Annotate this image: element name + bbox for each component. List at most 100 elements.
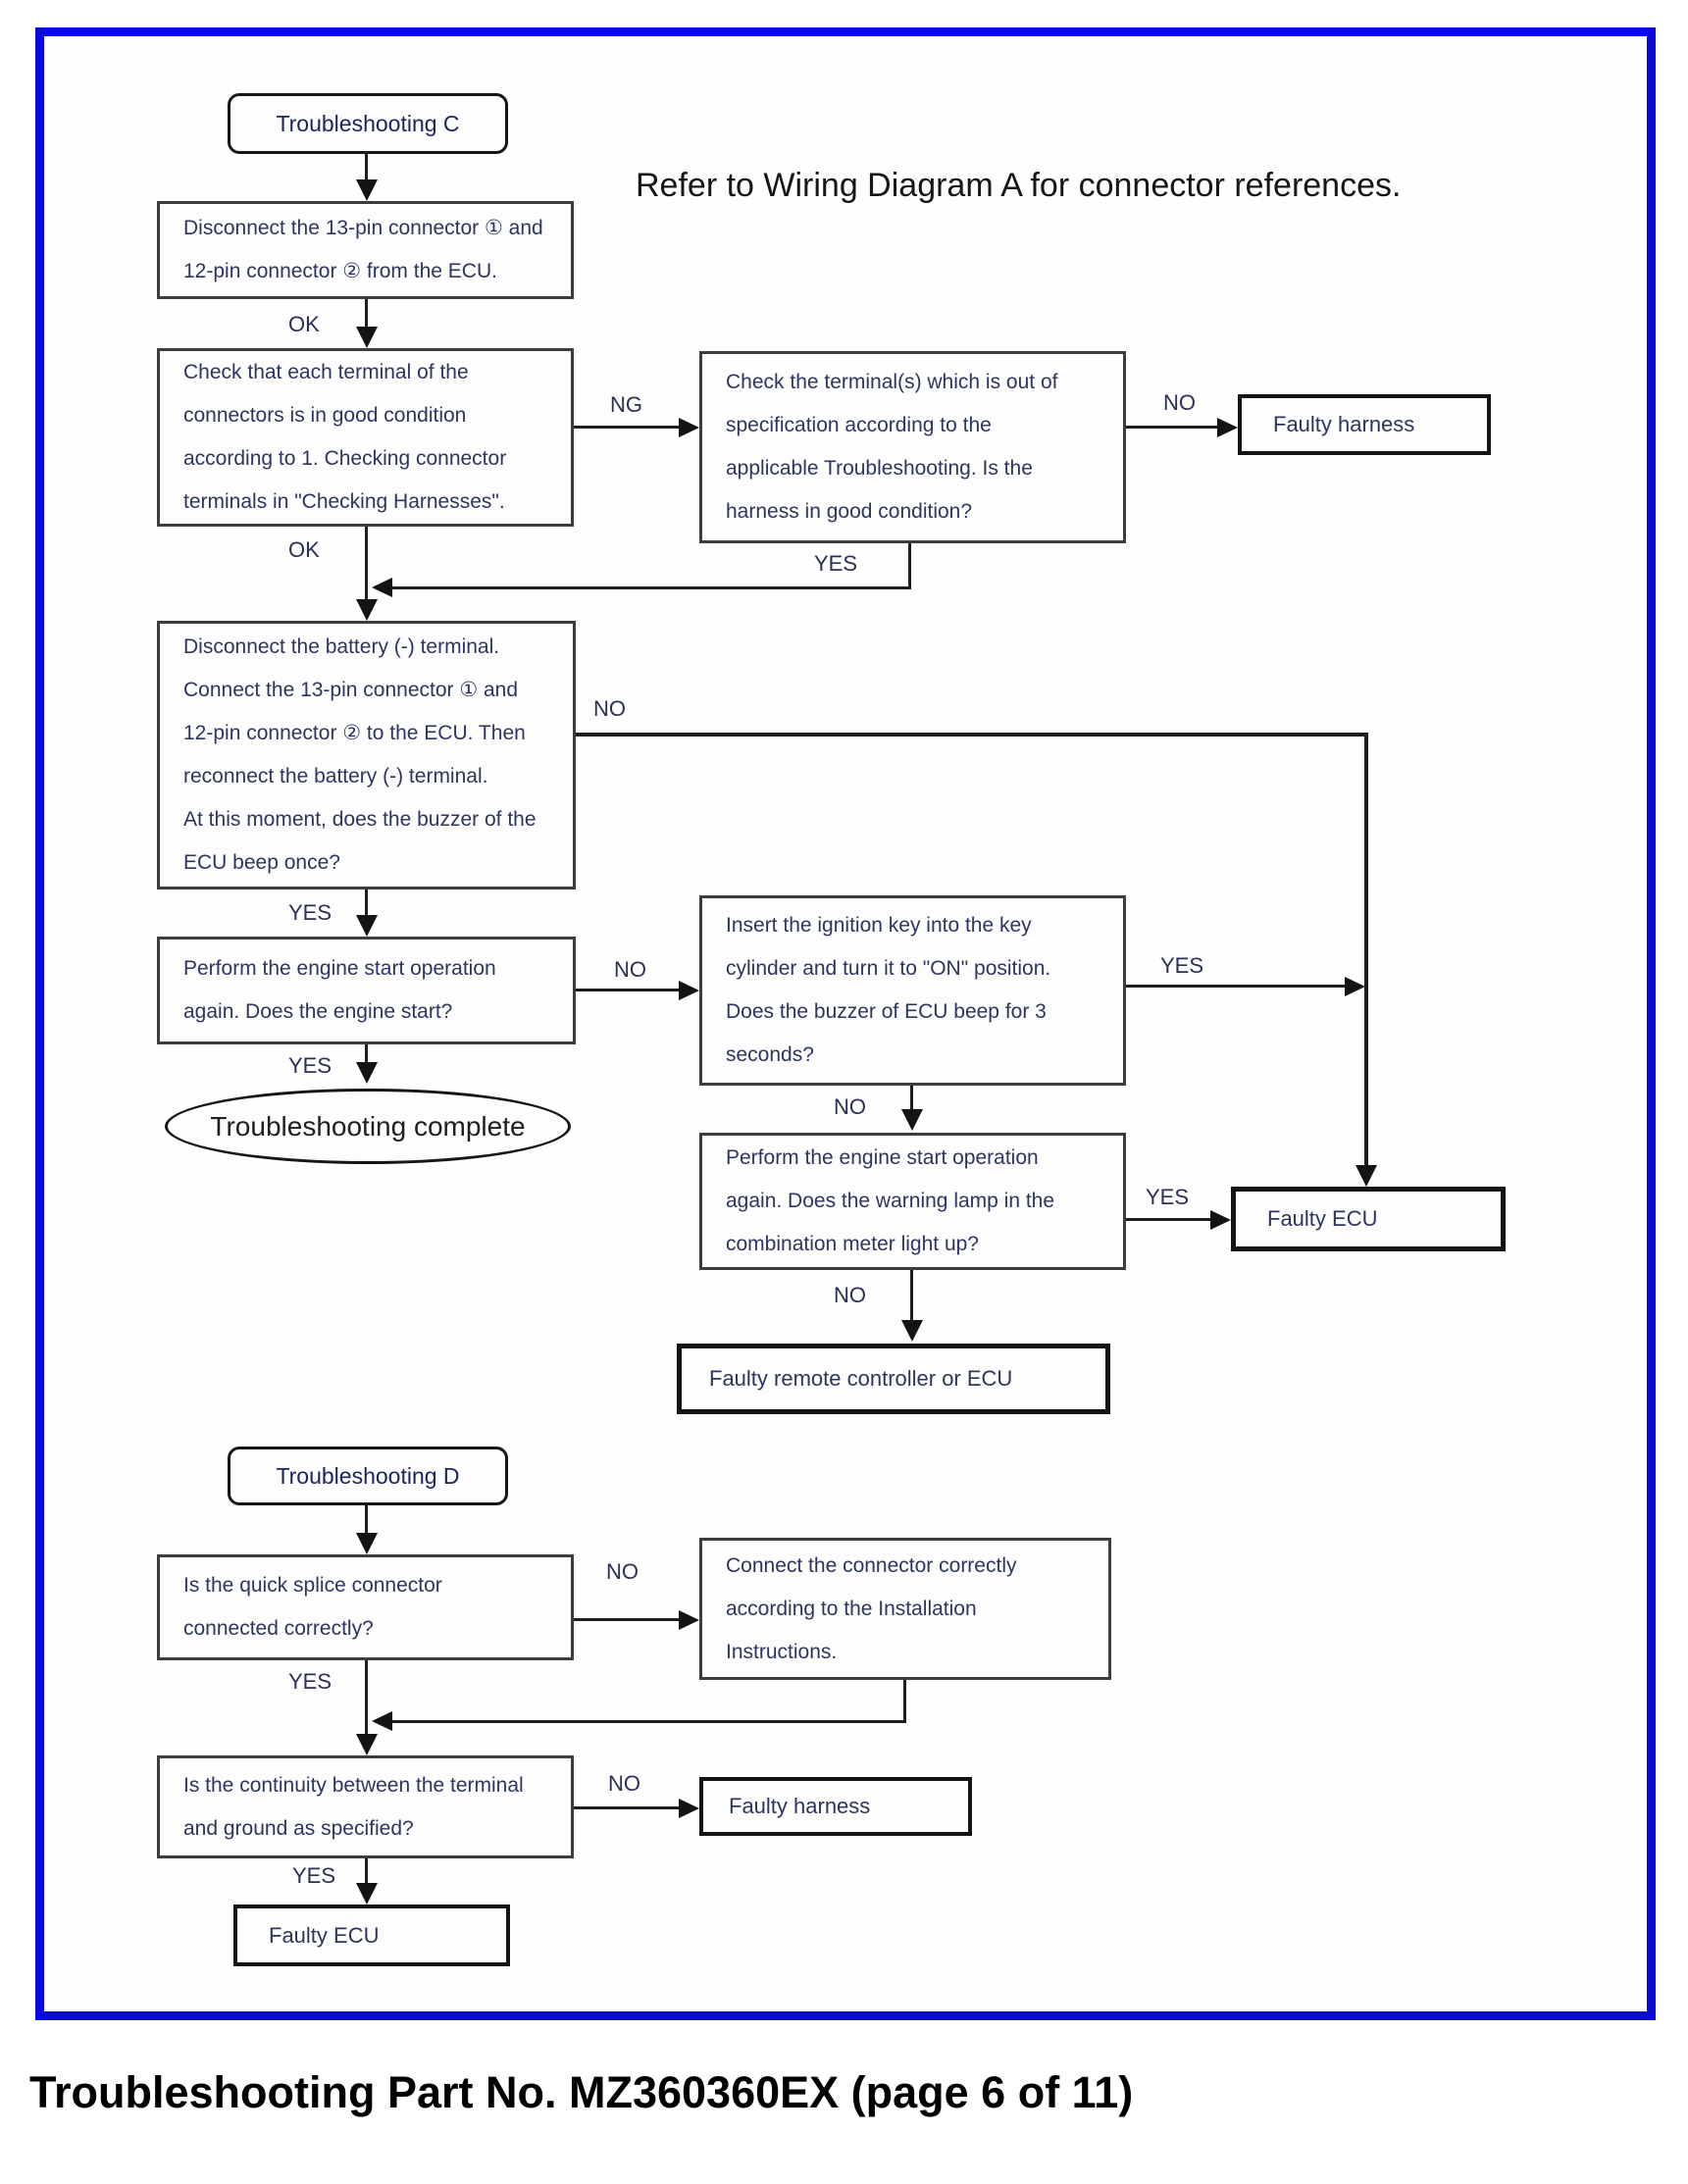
flow-box-ignition-key: Insert the ignition key into the key cyli… — [699, 895, 1126, 1086]
flow-terminal-faulty-ecu: Faulty ECU — [1231, 1187, 1506, 1251]
flow-text-line: Perform the engine start operation — [183, 957, 496, 980]
flow-text-line: connectors is in good condition — [183, 404, 467, 427]
flow-terminal-faulty-harness: Faulty harness — [1238, 394, 1491, 455]
arrowhead-down — [356, 915, 378, 937]
arrowhead-down — [901, 1320, 923, 1342]
arrowhead-left — [372, 1711, 392, 1731]
flow-line — [903, 1680, 906, 1723]
flow-text-line: according to 1. Checking connector — [183, 447, 507, 470]
flow-box-connect-correctly: Connect the connector correctly according… — [699, 1538, 1111, 1680]
flow-text-line: Insert the ignition key into the key — [726, 914, 1032, 937]
flow-text-line: harness in good condition? — [726, 500, 973, 523]
flow-start-troubleshooting-c: Troubleshooting C — [228, 93, 508, 154]
flow-text-line: Check that each terminal of the — [183, 361, 469, 383]
arrowhead-right — [679, 418, 699, 437]
flow-box-warning-lamp: Perform the engine start operation again.… — [699, 1133, 1126, 1270]
flow-line — [574, 426, 679, 429]
page-caption: Troubleshooting Part No. MZ360360EX (pag… — [29, 2067, 1134, 2117]
flow-text-line: seconds? — [726, 1043, 814, 1066]
flow-text-line: Does the buzzer of ECU beep for 3 — [726, 1000, 1047, 1023]
flow-text-line: according to the Installation — [726, 1597, 977, 1620]
arrowhead-right — [679, 1799, 699, 1818]
flow-box-continuity: Is the continuity between the terminal an… — [157, 1755, 574, 1858]
flow-line — [390, 586, 911, 589]
flow-text-line: applicable Troubleshooting. Is the — [726, 457, 1033, 480]
flow-box-check-out-of-spec: Check the terminal(s) which is out of spe… — [699, 351, 1126, 543]
flow-box-engine-start: Perform the engine start operation again.… — [157, 937, 576, 1044]
flow-text-line: Check the terminal(s) which is out of — [726, 371, 1058, 393]
flow-text-line: specification according to the — [726, 414, 992, 436]
flow-text-line: and ground as specified? — [183, 1816, 414, 1840]
flow-line — [1126, 985, 1348, 988]
flow-text-line: 12-pin connector ② from the ECU. — [183, 260, 497, 282]
flow-line — [910, 1270, 913, 1320]
edge-label-no: NO — [834, 1283, 866, 1307]
flow-line — [365, 1044, 368, 1066]
edge-label-yes: YES — [814, 551, 858, 576]
flow-line — [1126, 1218, 1210, 1221]
flow-terminal-faulty-remote-or-ecu: Faulty remote controller or ECU — [677, 1344, 1110, 1414]
arrowhead-down — [901, 1109, 923, 1131]
flow-box-quick-splice: Is the quick splice connector connected c… — [157, 1554, 574, 1660]
edge-label-no: NO — [606, 1559, 639, 1584]
edge-label-no: NO — [1163, 390, 1196, 415]
flow-text-line: terminals in "Checking Harnesses". — [183, 490, 505, 513]
flow-line — [365, 1858, 368, 1888]
arrowhead-right — [1217, 418, 1238, 437]
arrowhead-right — [1210, 1210, 1231, 1230]
arrowhead-down — [356, 327, 378, 348]
edge-label-yes: YES — [1160, 953, 1204, 978]
flow-line — [390, 1720, 906, 1723]
flow-box-battery-buzzer: Disconnect the battery (-) terminal. Conn… — [157, 621, 576, 889]
flow-start-troubleshooting-d: Troubleshooting D — [228, 1447, 508, 1505]
arrowhead-left — [372, 578, 392, 597]
edge-label-ng: NG — [610, 392, 642, 417]
flow-text-line: Perform the engine start operation — [726, 1146, 1039, 1169]
arrowhead-down — [356, 179, 378, 201]
flow-text-line: At this moment, does the buzzer of the — [183, 808, 537, 831]
flow-text-line: ECU beep once? — [183, 851, 340, 874]
flow-line — [574, 1618, 679, 1621]
flow-text-line: Connect the connector correctly — [726, 1553, 1017, 1577]
flow-text-line: connected correctly? — [183, 1617, 374, 1640]
flow-line — [1364, 733, 1368, 1165]
arrowhead-down — [356, 1533, 378, 1554]
flow-line — [365, 527, 368, 599]
flow-line — [365, 1660, 368, 1734]
flow-text-line: 12-pin connector ② to the ECU. Then — [183, 722, 526, 744]
flow-box-check-terminals: Check that each terminal of the connector… — [157, 348, 574, 527]
edge-label-yes: YES — [288, 1053, 332, 1078]
flow-line — [365, 1505, 368, 1533]
arrowhead-down — [356, 1883, 378, 1905]
edge-label-no: NO — [834, 1094, 866, 1119]
flow-line — [1126, 426, 1217, 429]
arrowhead-down — [356, 1062, 378, 1084]
wiring-diagram-note: Refer to Wiring Diagram A for connector … — [636, 167, 1402, 204]
flow-text-line: Disconnect the battery (-) terminal. — [183, 635, 500, 658]
arrowhead-right — [1345, 977, 1365, 996]
arrowhead-right — [679, 1610, 699, 1630]
flow-text-line: again. Does the engine start? — [183, 1000, 453, 1023]
flow-line — [576, 989, 679, 991]
flow-text-line: Instructions. — [726, 1640, 838, 1663]
flow-end-troubleshooting-complete: Troubleshooting complete — [165, 1089, 571, 1164]
flow-text-line: again. Does the warning lamp in the — [726, 1190, 1055, 1212]
flow-text-line: Is the continuity between the terminal — [183, 1773, 524, 1797]
flow-text-line: combination meter light up? — [726, 1233, 979, 1255]
flow-text-line: Disconnect the 13-pin connector ① and — [183, 217, 543, 239]
flow-text-line: Is the quick splice connector — [183, 1574, 442, 1597]
flow-text-line: cylinder and turn it to "ON" position. — [726, 957, 1051, 980]
edge-label-no: NO — [593, 696, 626, 721]
edge-label-yes: YES — [292, 1863, 336, 1888]
edge-label-yes: YES — [1146, 1185, 1190, 1209]
edge-label-yes: YES — [288, 900, 332, 925]
flow-box-disconnect-connectors: Disconnect the 13-pin connector ① and 12-… — [157, 201, 574, 299]
edge-label-yes: YES — [288, 1669, 332, 1694]
flow-terminal-faulty-harness-2: Faulty harness — [699, 1777, 972, 1836]
arrowhead-right — [679, 981, 699, 1000]
flow-text-line: Connect the 13-pin connector ① and — [183, 679, 519, 701]
flow-line — [910, 1086, 913, 1109]
flow-line — [574, 1806, 679, 1809]
flow-line — [365, 154, 368, 183]
